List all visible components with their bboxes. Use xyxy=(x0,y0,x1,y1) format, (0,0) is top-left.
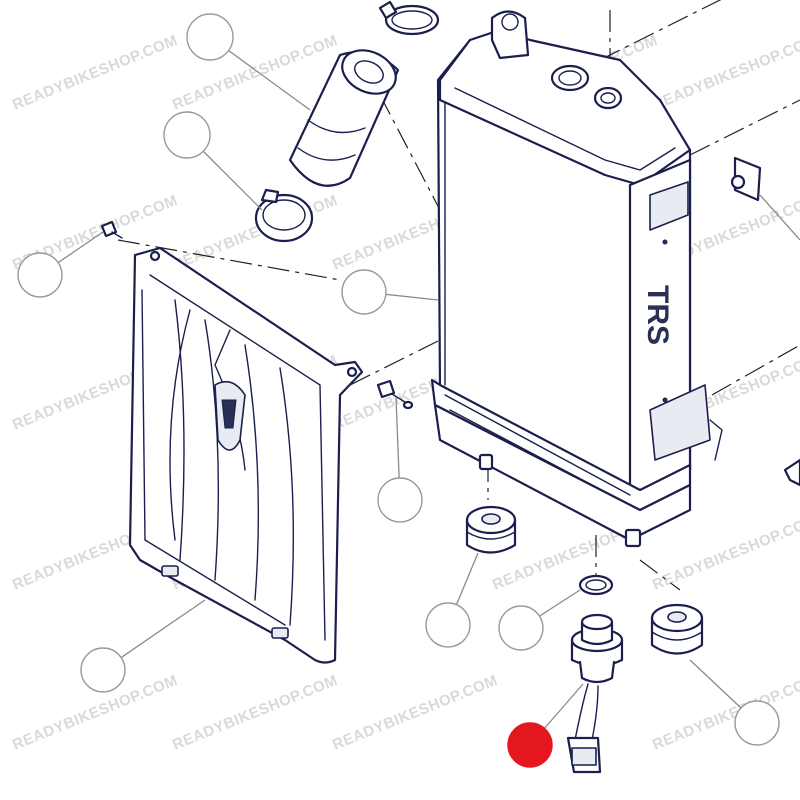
radiator: TRS xyxy=(430,10,723,548)
callout-radiator[interactable] xyxy=(341,269,387,315)
callout-small-screw[interactable] xyxy=(17,252,63,298)
callout-rubber-grommet-left[interactable] xyxy=(425,602,471,648)
callout-hose-clamp[interactable] xyxy=(163,111,211,159)
hose-clamp xyxy=(254,188,314,243)
temperature-sensor xyxy=(566,613,624,774)
leader-line xyxy=(759,194,800,241)
rubber-grommet-right xyxy=(650,603,704,655)
watermark: READYBIKESHOP.COM xyxy=(330,672,500,754)
upper-hose xyxy=(288,49,400,187)
assembly-line xyxy=(689,99,800,156)
sealing-washer xyxy=(578,574,614,596)
side-bracket-edge xyxy=(783,458,800,487)
watermark: READYBIKESHOP.COM xyxy=(10,32,180,114)
watermark: READYBIKESHOP.COM xyxy=(650,672,800,754)
watermark: READYBIKESHOP.COM xyxy=(170,672,340,754)
radiator-guard xyxy=(128,246,364,664)
callout-side-screw[interactable] xyxy=(377,477,423,523)
watermark: READYBIKESHOP.COM xyxy=(650,512,800,594)
assembly-line xyxy=(639,559,681,591)
small-screw xyxy=(100,220,123,239)
callout-rubber-grommet-right[interactable] xyxy=(734,700,780,746)
callout-layer xyxy=(17,13,780,768)
assembly-line xyxy=(379,94,441,211)
callout-upper-hose[interactable] xyxy=(186,13,234,61)
brand-label: TRS xyxy=(641,285,674,345)
callout-radiator-guard[interactable] xyxy=(80,647,126,693)
hose-clamp-top xyxy=(378,0,440,36)
watermark: READYBIKESHOP.COM xyxy=(650,32,800,114)
side-screw xyxy=(376,379,414,410)
assembly-line xyxy=(711,344,800,396)
callout-temperature-sensor[interactable] xyxy=(507,722,553,768)
callout-sealing-washer[interactable] xyxy=(498,605,544,651)
rubber-grommet-left xyxy=(465,505,517,554)
bracket-nut xyxy=(730,156,762,202)
